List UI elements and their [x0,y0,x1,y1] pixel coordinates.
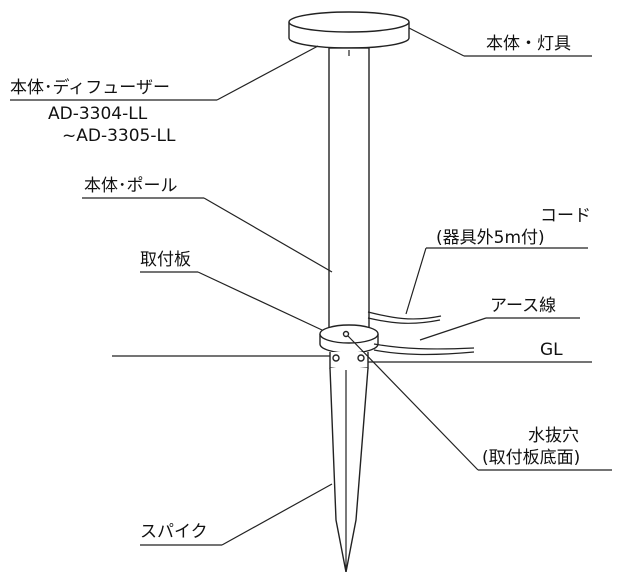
label-plate: 取付板 [140,250,191,270]
label-cord-note: (器具外5m付) [436,228,545,248]
spike [329,352,369,572]
label-cord: コード [540,206,591,226]
label-pole: 本体･ポール [84,176,178,196]
label-model-1: AD-3304-LL [48,104,148,124]
mounting-plate [319,324,379,354]
earth-wire [373,349,475,356]
label-drain-hole: 水抜穴 [528,426,579,446]
label-lamp: 本体・灯具 [486,34,571,54]
lamp-head [288,11,410,49]
label-model-2: ~AD-3305-LL [62,126,176,146]
leader-lines [10,27,612,546]
label-spike: スパイク [140,522,208,542]
label-diffuser: 本体･ディフューザー [10,78,170,98]
cord [367,317,441,324]
label-drain-hole-note: (取付板底面) [482,448,581,468]
label-earth-wire: アース線 [490,296,557,316]
label-ground-line: GL [540,340,563,360]
pole [328,47,370,331]
